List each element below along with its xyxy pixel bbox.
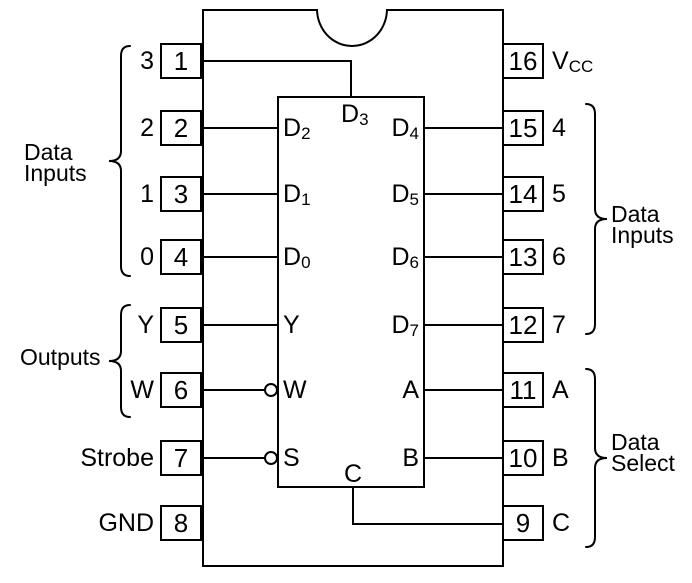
pin-15-box: 15: [502, 110, 544, 146]
pin-13-box: 13: [502, 239, 544, 275]
inner-label-d2: D2: [283, 114, 311, 143]
inner-label-d5: D5: [391, 180, 419, 209]
wire-pin2: [200, 127, 277, 129]
pin-16-box: 16: [502, 43, 544, 79]
inner-label-d7: D7: [391, 311, 419, 340]
wire-pin5: [200, 324, 277, 326]
pin-5-number: 5: [173, 309, 189, 340]
brace-right-data-select: [585, 368, 608, 548]
inner-label-d0: D0: [283, 243, 311, 272]
wire-pin4: [200, 256, 277, 258]
pin-11-external-label: A: [552, 376, 569, 404]
pin-15-number: 15: [508, 112, 538, 143]
wire-pin10: [423, 457, 502, 459]
group-label-data-select: Data Select: [611, 429, 675, 476]
pin-2-external-label: 2: [140, 114, 154, 142]
function-block-outline: [277, 96, 425, 488]
brace-left-outputs: [108, 304, 131, 418]
pin-10-number: 10: [508, 442, 538, 473]
wire-pin9-horizontal: [352, 523, 502, 525]
wire-pin11: [423, 389, 502, 391]
pin-7-box: 7: [160, 440, 202, 476]
vcc-subscript: CC: [568, 57, 594, 76]
inversion-bubble-w: [264, 383, 278, 397]
pin-6-box: 6: [160, 372, 202, 408]
inner-label-d6: D6: [391, 243, 419, 272]
wire-pin9-vertical: [352, 486, 354, 525]
inversion-bubble-s: [264, 451, 278, 465]
pin-16-external-label-vcc: VCC: [552, 47, 594, 76]
group-label-left-data-inputs: Data Inputs: [24, 139, 87, 186]
group-label-right-data-inputs: Data Inputs: [611, 201, 674, 248]
wire-pin12: [423, 324, 502, 326]
pin-12-external-label: 7: [552, 311, 566, 339]
pin-10-external-label: B: [552, 444, 569, 472]
pin-10-box: 10: [502, 440, 544, 476]
pin-13-external-label: 6: [552, 243, 566, 271]
pin-8-number: 8: [173, 507, 189, 538]
wire-pin1-horizontal: [200, 60, 352, 62]
group-label-outputs: Outputs: [20, 344, 101, 370]
pin-5-box: 5: [160, 307, 202, 343]
pin-3-external-label: 1: [140, 180, 154, 208]
inner-label-d4: D4: [391, 114, 419, 143]
inner-label-d3: D3: [341, 100, 369, 129]
pin-13-number: 13: [508, 241, 538, 272]
pin-4-box: 4: [160, 239, 202, 275]
pin-3-number: 3: [173, 178, 189, 209]
inner-label-b: B: [402, 444, 419, 472]
pin-3-box: 3: [160, 176, 202, 212]
pin-4-external-label: 0: [140, 243, 154, 271]
brace-left-data-inputs: [108, 45, 131, 277]
wire-pin13: [423, 256, 502, 258]
inner-label-d1: D1: [283, 180, 311, 209]
pin-7-external-label: Strobe: [80, 444, 154, 472]
pin-16-number: 16: [508, 45, 538, 76]
pin-15-external-label: 4: [552, 114, 566, 142]
pin-1-external-label: 3: [140, 47, 154, 75]
pin-6-number: 6: [173, 374, 189, 405]
inner-label-c: C: [343, 460, 363, 488]
inner-label-y: Y: [283, 311, 300, 339]
inner-label-s: S: [283, 444, 300, 472]
pin-9-number: 9: [515, 507, 531, 538]
pin-7-number: 7: [173, 442, 189, 473]
pin-6-external-label: W: [130, 376, 154, 404]
inner-label-a: A: [402, 376, 419, 404]
pin-14-number: 14: [508, 178, 538, 209]
pin-12-box: 12: [502, 307, 544, 343]
pin-11-box: 11: [502, 372, 544, 408]
wire-pin15: [423, 127, 502, 129]
wire-pin14: [423, 193, 502, 195]
wire-pin7: [200, 457, 265, 459]
pin-11-number: 11: [509, 374, 537, 405]
pin-9-external-label: C: [552, 509, 571, 537]
pin-14-box: 14: [502, 176, 544, 212]
pin-5-external-label: Y: [137, 311, 154, 339]
pin-8-box: 8: [160, 505, 202, 541]
pin-8-external-label: GND: [98, 509, 154, 537]
wire-pin6: [200, 389, 265, 391]
inner-label-w: W: [283, 376, 307, 404]
pin-14-external-label: 5: [552, 180, 566, 208]
wire-pin1-vertical: [350, 60, 352, 98]
pin-4-number: 4: [173, 241, 189, 272]
pin-1-number: 1: [173, 45, 189, 76]
brace-right-data-inputs: [585, 103, 608, 335]
pin-2-box: 2: [160, 110, 202, 146]
pin-12-number: 12: [508, 309, 538, 340]
pin-9-box: 9: [502, 505, 544, 541]
wire-pin3: [200, 193, 277, 195]
pin-1-box: 1: [160, 43, 202, 79]
pin-2-number: 2: [173, 112, 189, 143]
